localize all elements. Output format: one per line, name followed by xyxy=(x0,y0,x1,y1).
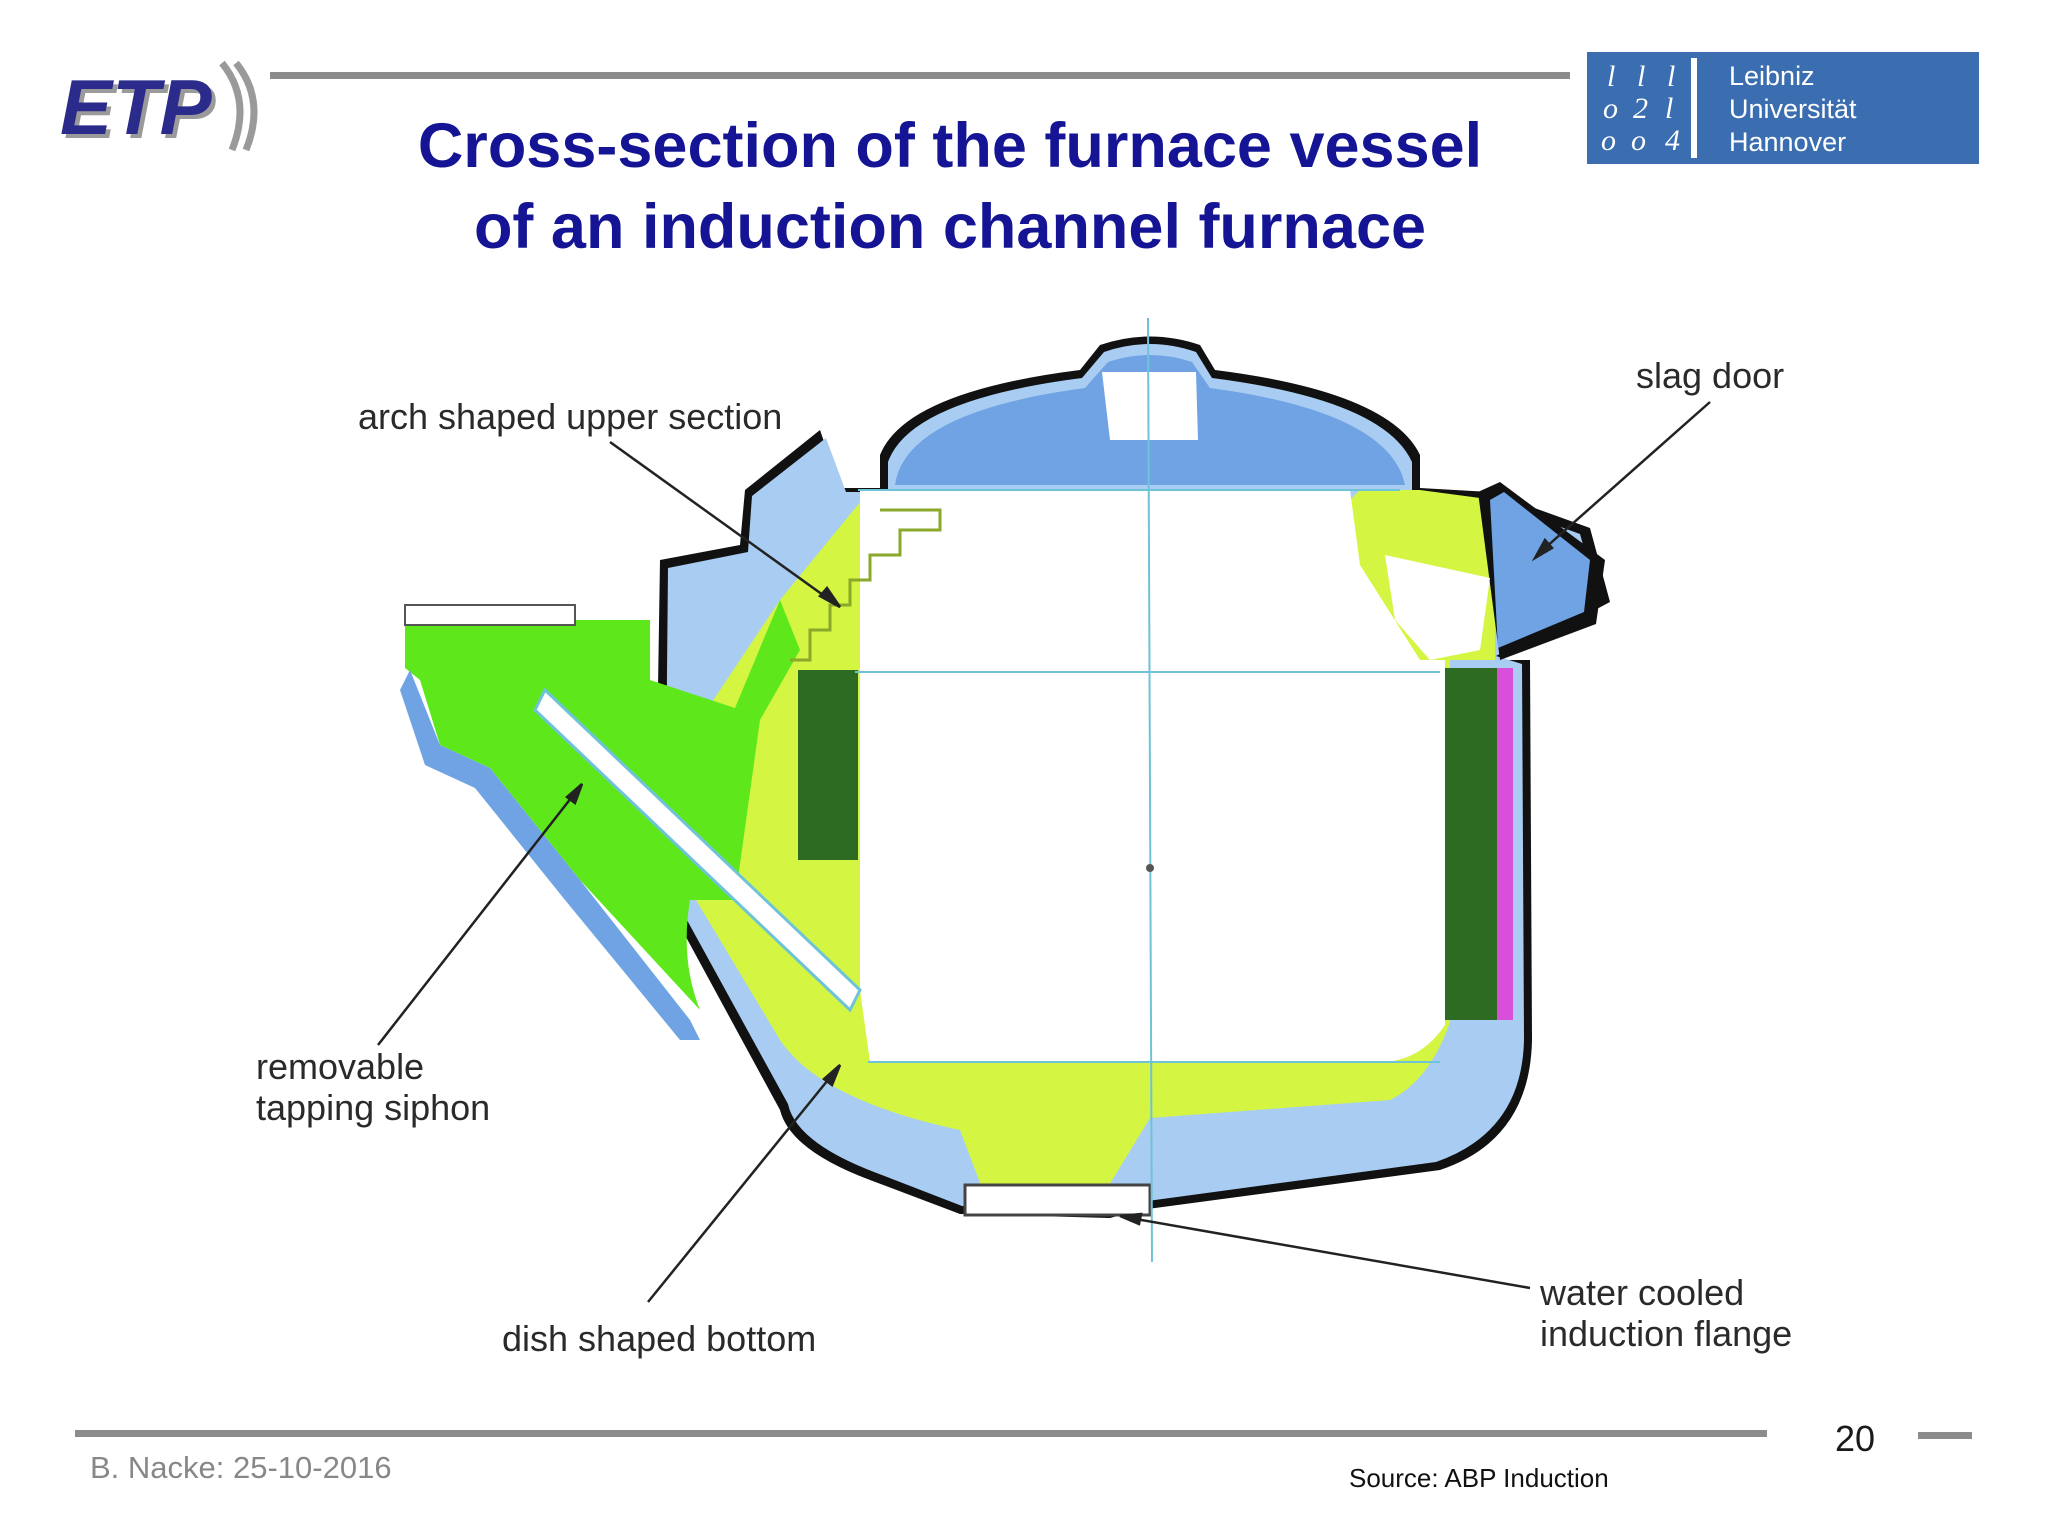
label-dish-shaped-bottom: dish shaped bottom xyxy=(502,1318,817,1359)
label-removable-tapping-siphon: removable tapping siphon xyxy=(256,1046,491,1128)
label-water-cooled-induction-flange: water cooled induction flange xyxy=(1540,1272,1793,1354)
arch-brick-steps xyxy=(790,508,942,662)
induction-flange xyxy=(963,1183,1152,1217)
siphon-top-slab xyxy=(404,604,576,626)
header-rule xyxy=(270,72,1570,79)
magenta-layer xyxy=(1497,668,1513,1020)
dome-opening xyxy=(1102,372,1198,440)
label-arch-shaped-upper-section: arch shaped upper section xyxy=(358,396,783,437)
university-logo: l l l o 2 l o o 4 Leibniz Universität Ha… xyxy=(1587,52,1979,164)
slag-door-opening xyxy=(1385,555,1490,660)
melt-cavity xyxy=(860,490,1445,1062)
title-line-1: Cross-section of the furnace vessel xyxy=(417,111,1483,181)
footer-author-date: B. Nacke: 25-10-2016 xyxy=(90,1450,392,1485)
svg-text:ETP: ETP xyxy=(64,67,217,155)
etp-logo: ETP ETP xyxy=(60,58,270,158)
page-dash xyxy=(1918,1432,1972,1439)
footer-source: Source: ABP Induction xyxy=(1349,1463,1609,1493)
inductor-coil-right xyxy=(1445,668,1497,1020)
tapping-siphon-spout xyxy=(405,600,800,1010)
slide-title: Cross-section of the furnace vessel of a… xyxy=(300,106,1600,268)
leader-lines xyxy=(377,401,1711,1303)
svg-text:ETP: ETP xyxy=(60,63,213,151)
page-number: 20 xyxy=(1835,1418,1876,1459)
siphon-channel xyxy=(533,687,862,1013)
title-line-2: of an induction channel furnace xyxy=(473,192,1427,262)
slag-door-panel xyxy=(1490,492,1590,648)
university-name: Leibniz Universität Hannover xyxy=(1729,61,1857,157)
label-slag-door: slag door xyxy=(1636,355,1785,396)
footer-rule xyxy=(75,1430,1767,1437)
inductor-coil-left xyxy=(798,670,858,860)
university-mark-icon: l l l o 2 l o o 4 xyxy=(1593,58,1697,158)
siphon-blue-underlayer xyxy=(400,670,700,1040)
